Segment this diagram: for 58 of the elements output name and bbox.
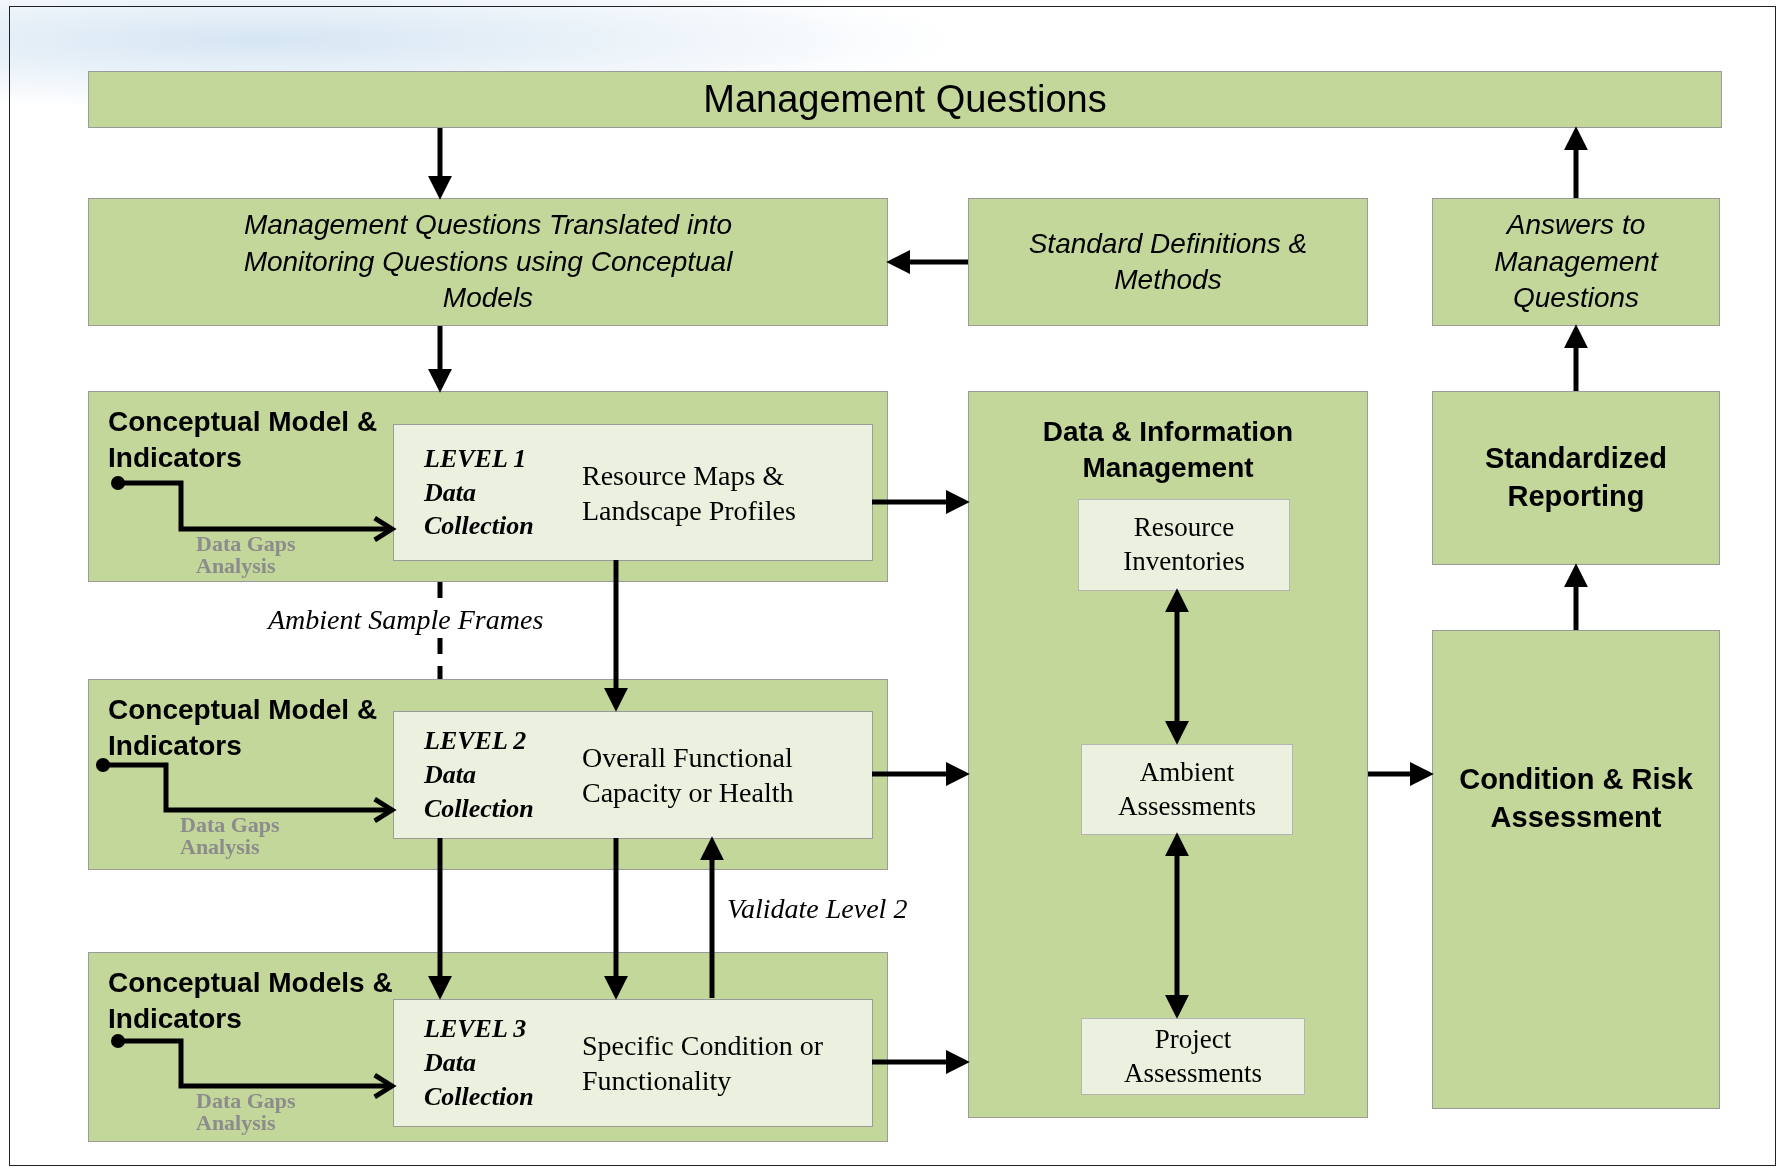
edge-label: Validate Level 2 [727,893,908,925]
level-box [393,999,873,1127]
level-heading: LEVEL 1 Data Collection [424,442,535,543]
box-text: Overall Functional Capacity or Health [582,741,795,810]
process-box [88,198,888,326]
section-heading: Conceptual Models & Indicators [108,966,394,1037]
box-text: Standardized Reporting [1483,441,1669,514]
box-text: Ambient Assessments [1117,755,1257,823]
arrow [1165,588,1189,745]
section-panel [88,679,888,870]
arrow [111,476,395,543]
arrow [1368,762,1434,786]
arrow [1165,832,1189,1019]
edge-label: Data Gaps Analysis [196,1090,297,1134]
level-box [393,424,873,561]
header-bar [88,71,1722,128]
arrow [886,250,968,274]
arrow [1564,324,1588,391]
process-box [1432,391,1720,565]
box-text: Answers to Management Questions [1493,208,1660,316]
header-text: Management Questions [703,78,1107,121]
arrow [872,762,970,786]
arrow [872,1050,970,1074]
arrow [1564,563,1588,630]
process-box [1081,1018,1305,1095]
process-box [1432,198,1720,326]
box-text: Management Questions Translated into Monitoring Questions using Conceptual Models [242,208,734,316]
box-text: Project Assessments [1123,1022,1263,1090]
level-heading: LEVEL 2 Data Collection [424,725,535,825]
edge-label: Data Gaps Analysis [180,814,281,858]
arrow [428,838,452,1000]
process-box [1432,630,1720,1109]
level-heading: LEVEL 3 Data Collection [424,1013,535,1113]
box-text: Condition & Risk Assessment [1458,762,1694,835]
arrow [96,758,395,824]
arrow [604,560,628,712]
section-heading: Data & Information Management [1041,415,1295,486]
arrow [428,128,452,200]
arrow [604,838,628,1000]
arrow [111,1034,395,1100]
edge-label: Data Gaps Analysis [196,533,297,577]
box-text: Standard Definitions & Methods [1027,226,1309,297]
box-text: Resource Inventories [1122,511,1246,578]
box-text: Resource Maps & Landscape Profiles [582,458,797,528]
section-heading: Conceptual Model & Indicators [108,405,379,476]
section-heading: Conceptual Model & Indicators [108,693,379,764]
process-box [968,198,1368,326]
level-box [393,711,873,839]
arrow [428,326,452,393]
arrow [872,490,970,514]
arrow [700,836,724,998]
process-box [1078,499,1290,591]
arrow [1564,126,1588,198]
section-panel [88,391,888,582]
section-panel [88,952,888,1142]
process-box [1081,744,1293,835]
section-panel [968,391,1368,1118]
box-text: Specific Condition or Functionality [582,1029,825,1098]
